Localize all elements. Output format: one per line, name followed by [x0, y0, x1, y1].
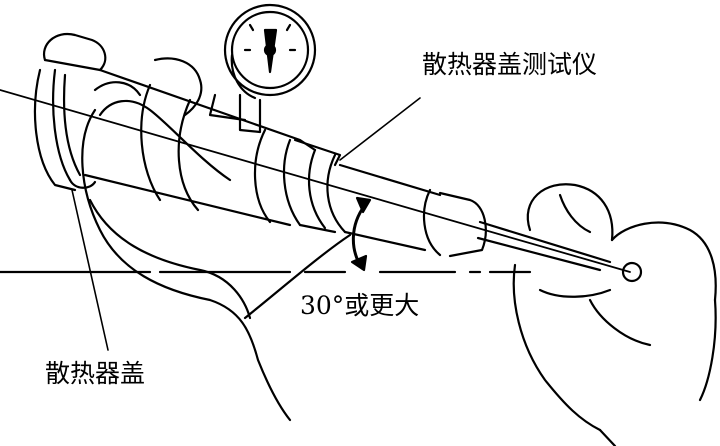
tester-axis-line — [0, 89, 631, 273]
cap-label: 散热器盖 — [45, 359, 146, 388]
leader-tester — [339, 97, 421, 161]
angle-indicator — [350, 196, 372, 272]
radiator-cap — [33, 32, 107, 192]
left-hand — [81, 57, 352, 422]
tester-label: 散热器盖测试仪 — [422, 50, 598, 79]
angle-label: 30°或更大 — [300, 291, 420, 320]
leader-cap — [71, 189, 109, 351]
pressure-gauge — [208, 3, 317, 134]
tester-body — [83, 68, 612, 272]
plunger-knob — [621, 261, 643, 283]
right-hand — [512, 183, 717, 446]
